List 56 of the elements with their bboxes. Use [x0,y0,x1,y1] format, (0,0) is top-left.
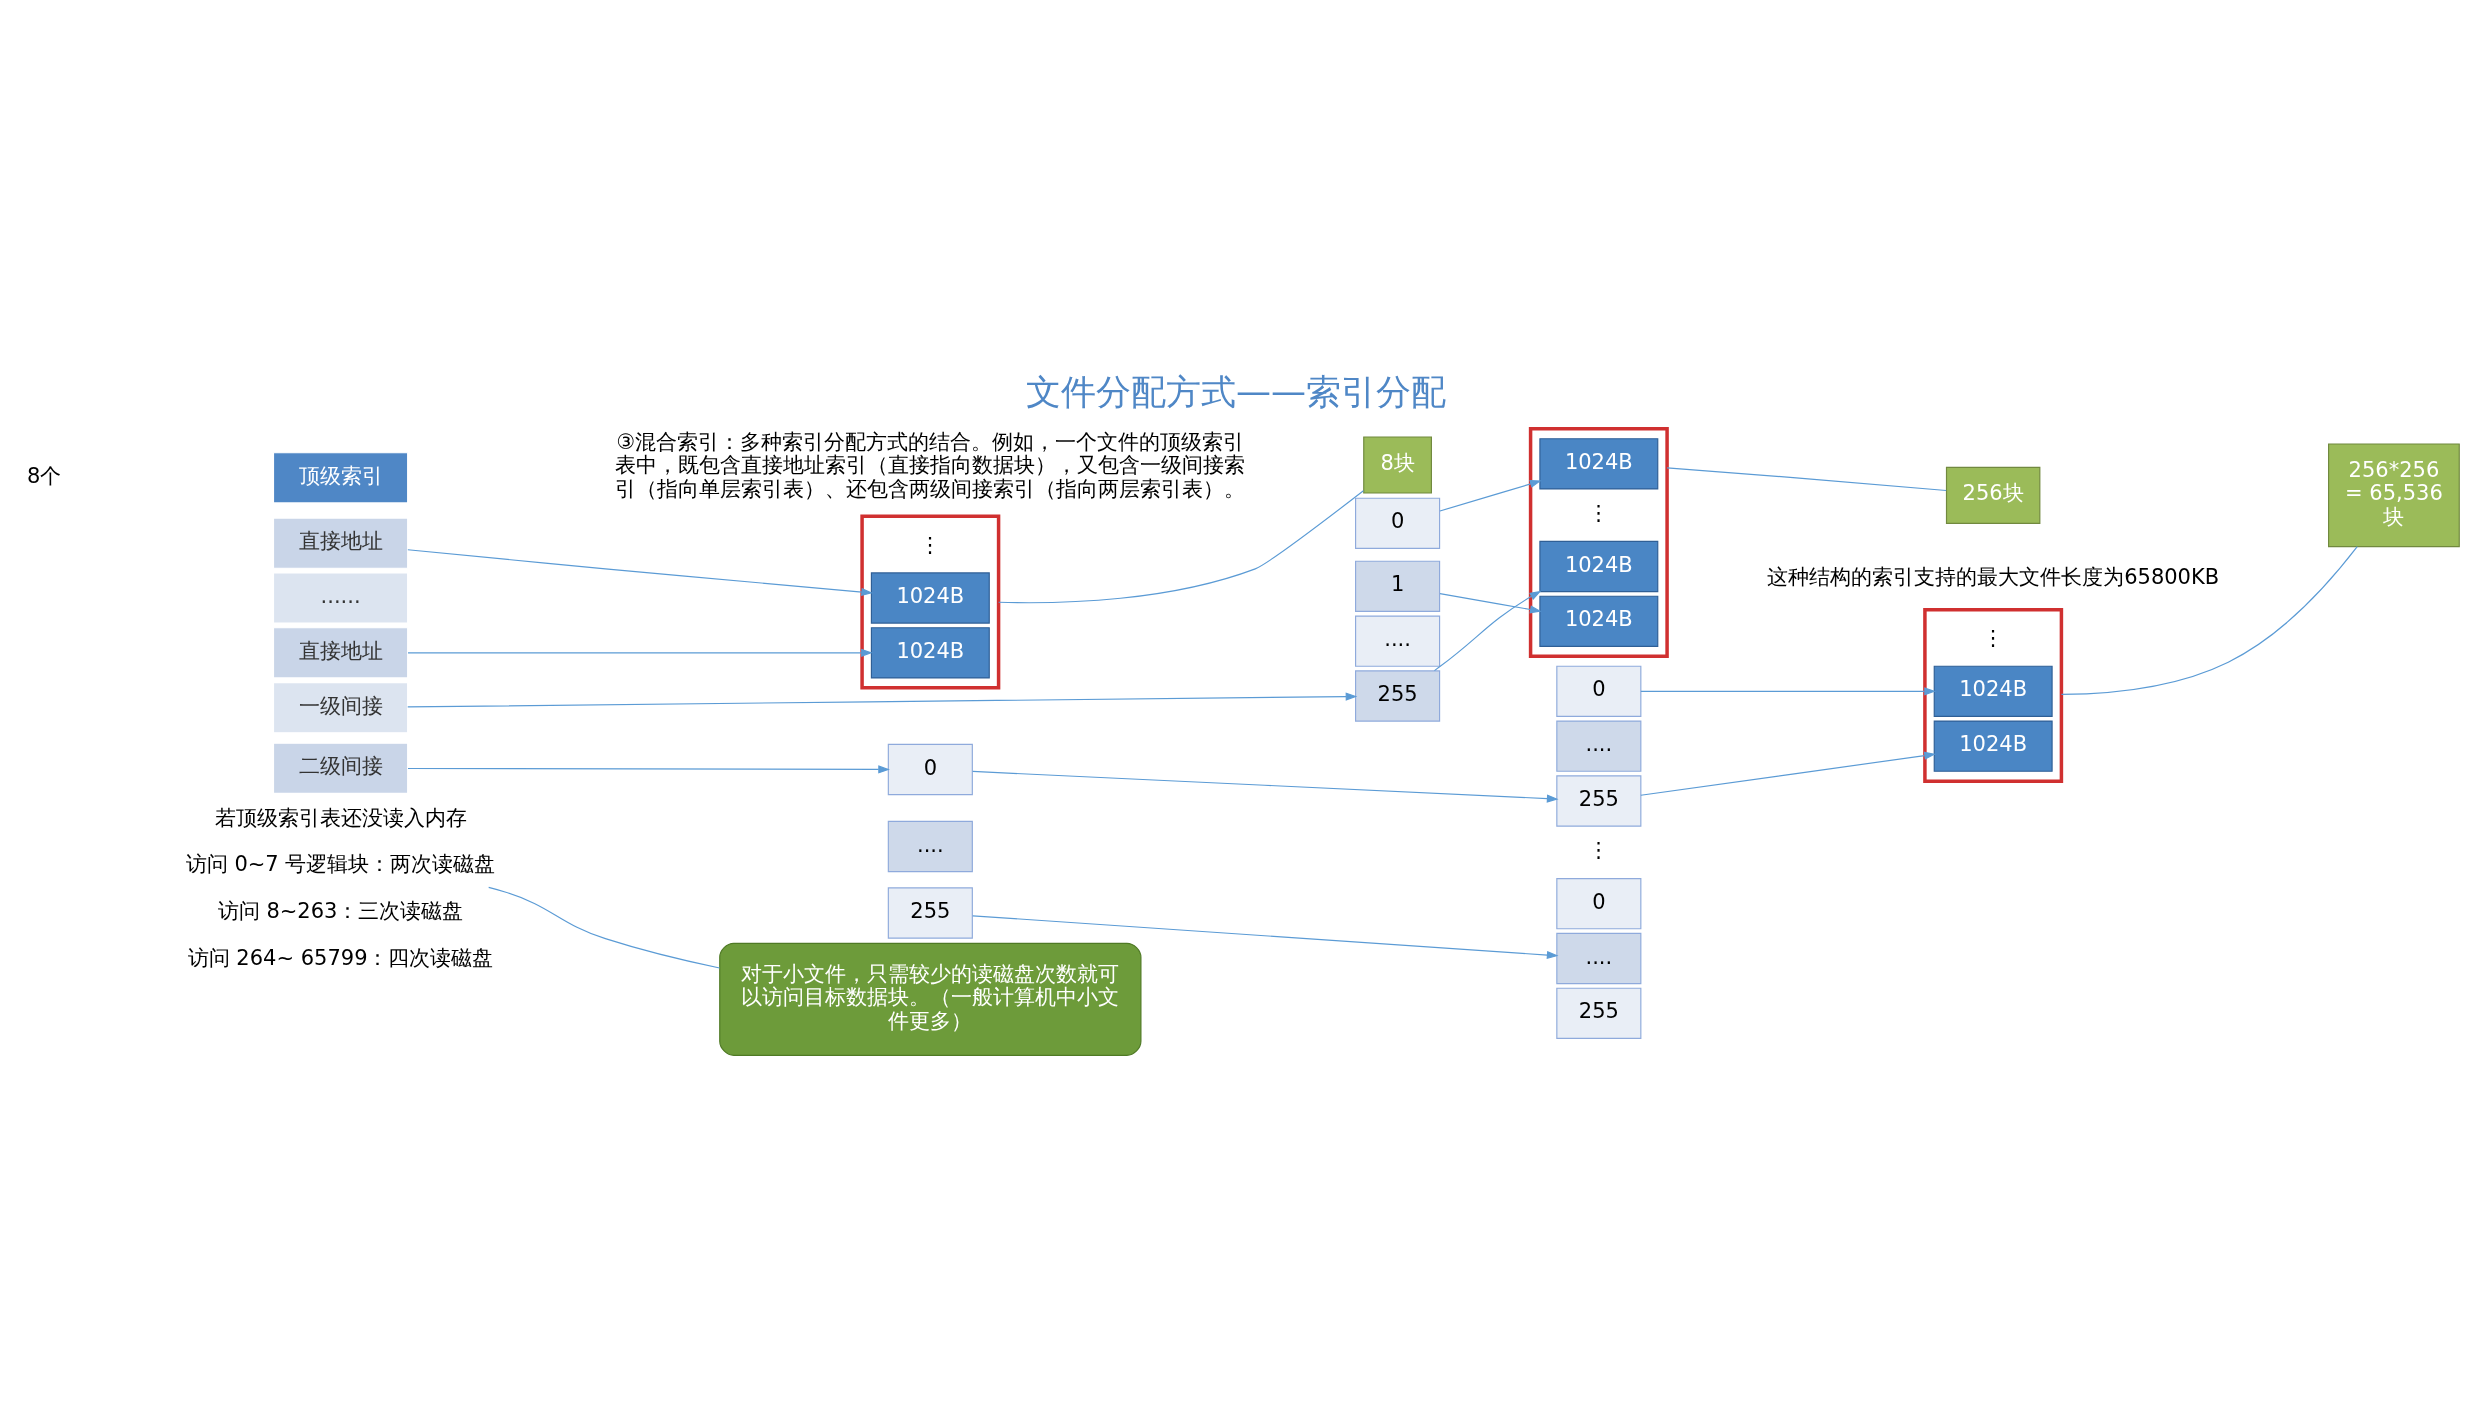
node-box: .... [887,820,973,872]
label: ⋮ [1588,837,1610,862]
node-box: 1024B [870,626,990,678]
label: ⋮ [919,532,941,557]
node-box: 1 [1355,560,1441,612]
node-box: .... [1355,615,1441,667]
node-box: 255 [1355,669,1441,722]
diagram-title: 文件分配方式——索引分配 [1026,371,1446,412]
node-box: 1024B [870,571,990,624]
node-box: 1024B [1933,665,2053,717]
label: 8个 [27,463,62,488]
arrow [407,648,873,657]
node-box: .... [1556,720,1642,772]
node-box: 直接地址 [272,626,409,678]
node-box: 8块 [1363,435,1432,494]
arrow [972,914,1559,959]
node-text: 访问 0~7 号逻辑块：两次读磁盘 [185,851,496,876]
node-box: 直接地址 [272,517,409,569]
connector [2060,545,2358,695]
node-box: 256*256 = 65,536 块 [2328,442,2460,547]
label: 这种结构的索引支持的最大文件长度为65800KB [1767,564,2220,589]
node-box: 一级间接 [272,681,409,733]
connector [1666,466,1947,491]
arrow [972,770,1559,803]
arrow [407,764,890,773]
node-box: 二级间接 [272,742,409,794]
label: 访问 8~263：三次读磁盘 [217,898,464,923]
node-box: 1024B [1539,540,1659,592]
arrow [407,691,1358,707]
node-box: 256块 [1945,466,2041,524]
node-box: 0 [887,743,973,795]
node-box: 0 [1355,497,1441,549]
node-box: 对于小文件，只需较少的读磁盘次数就可以访问目标数据块。（一般计算机中小文件更多） [719,942,1142,1056]
arrow [1640,686,1936,695]
node-box: ...... [272,571,409,624]
arrow [1640,751,1936,796]
node-box: 255 [1556,774,1642,827]
node-box: 0 [1556,877,1642,929]
label: ③混合索引：多种索引分配方式的结合。例如，一个文件的顶级索引表中，既包含直接地址索引（直接指向数据块），又包含一级间接索引（指向单层索引表）、还包含两级间接索引（指向两层索引表）。 [615,429,1246,501]
node-box: 0 [1556,665,1642,717]
node-box: 255 [1556,987,1642,1039]
node-box: 1024B [1933,720,2053,772]
label: ⋮ [1982,625,2004,650]
node-box: 1024B [1539,595,1659,647]
arrow [407,548,873,596]
label: ⋮ [1588,500,1610,525]
node-box: .... [1556,932,1642,984]
arrow [1439,592,1542,613]
arrow [1433,590,1542,671]
label: 访问 264~ 65799：四次读磁盘 [187,945,494,970]
node-box: 1024B [1539,437,1659,489]
node-box: 顶级索引 [272,451,409,503]
node-box: 255 [887,886,973,939]
connector [998,489,1364,603]
arrow [1439,479,1542,512]
connector [488,886,721,969]
